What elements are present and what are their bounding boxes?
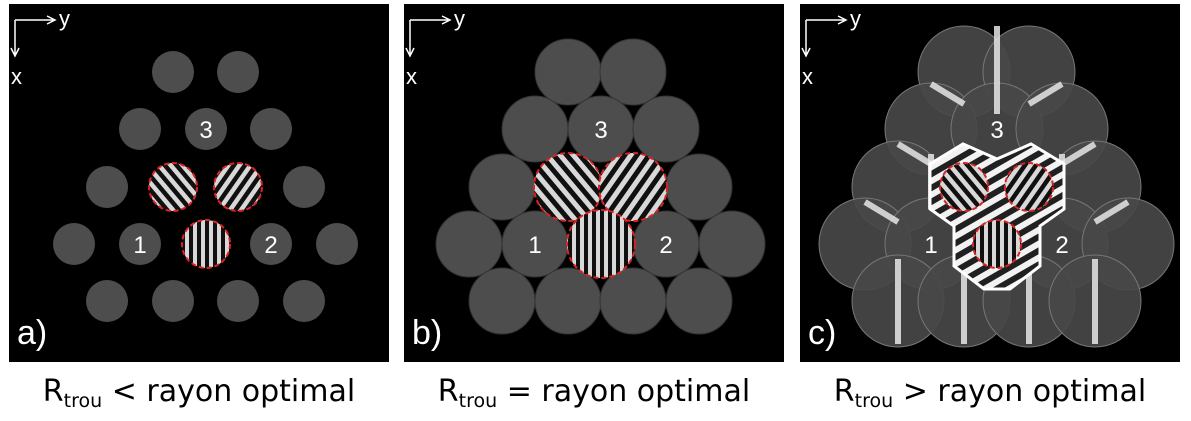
caption-sub: trou [64,390,103,412]
hole-label-3: 3 [990,117,1003,144]
hole-grid [53,51,358,322]
panel-letter: b) [412,314,442,352]
x-axis-label: x [406,64,417,89]
hole-label-1: 1 [528,232,541,259]
panel-c-figure: y x 3 1 2 c) [800,4,1180,362]
panel-a-figure: y x 3 1 2 a) [9,4,389,362]
axes-indicator [11,16,55,56]
panel-c: y x 3 1 2 c) [800,4,1180,362]
caption-a: Rtrou < rayon optimal [4,372,394,421]
hole-label-3: 3 [594,117,607,144]
caption-r: R [438,374,459,409]
y-axis-label: y [59,6,70,31]
y-axis-label: y [850,6,861,31]
x-axis-label: x [802,64,813,89]
caption-r: R [834,374,855,409]
hole-label-1: 1 [924,232,937,259]
panel-b: y x 3 1 2 b) [404,4,784,362]
panel-b-figure: y x 3 1 2 b) [404,4,784,362]
hole-label-3: 3 [199,117,212,144]
y-axis-label: y [454,6,465,31]
caption-text: = rayon optimal [497,374,750,409]
axes-indicator [802,16,846,56]
hole-label-2: 2 [264,232,277,259]
hole-label-2: 2 [1055,232,1068,259]
caption-text: > rayon optimal [893,374,1146,409]
panel-a: y x 3 1 2 a) [9,4,389,362]
highlighted-holes [149,163,262,268]
caption-sub: trou [855,390,894,412]
caption-c: Rtrou > rayon optimal [795,372,1185,421]
caption-b: Rtrou = rayon optimal [399,372,789,421]
caption-text: < rayon optimal [102,374,355,409]
axes-indicator [406,16,450,56]
caption-sub: trou [459,390,498,412]
hole-label-2: 2 [659,232,672,259]
panel-letter: a) [17,314,47,352]
caption-r: R [43,374,64,409]
panel-letter: c) [808,314,836,352]
x-axis-label: x [11,64,22,89]
hole-label-1: 1 [133,232,146,259]
